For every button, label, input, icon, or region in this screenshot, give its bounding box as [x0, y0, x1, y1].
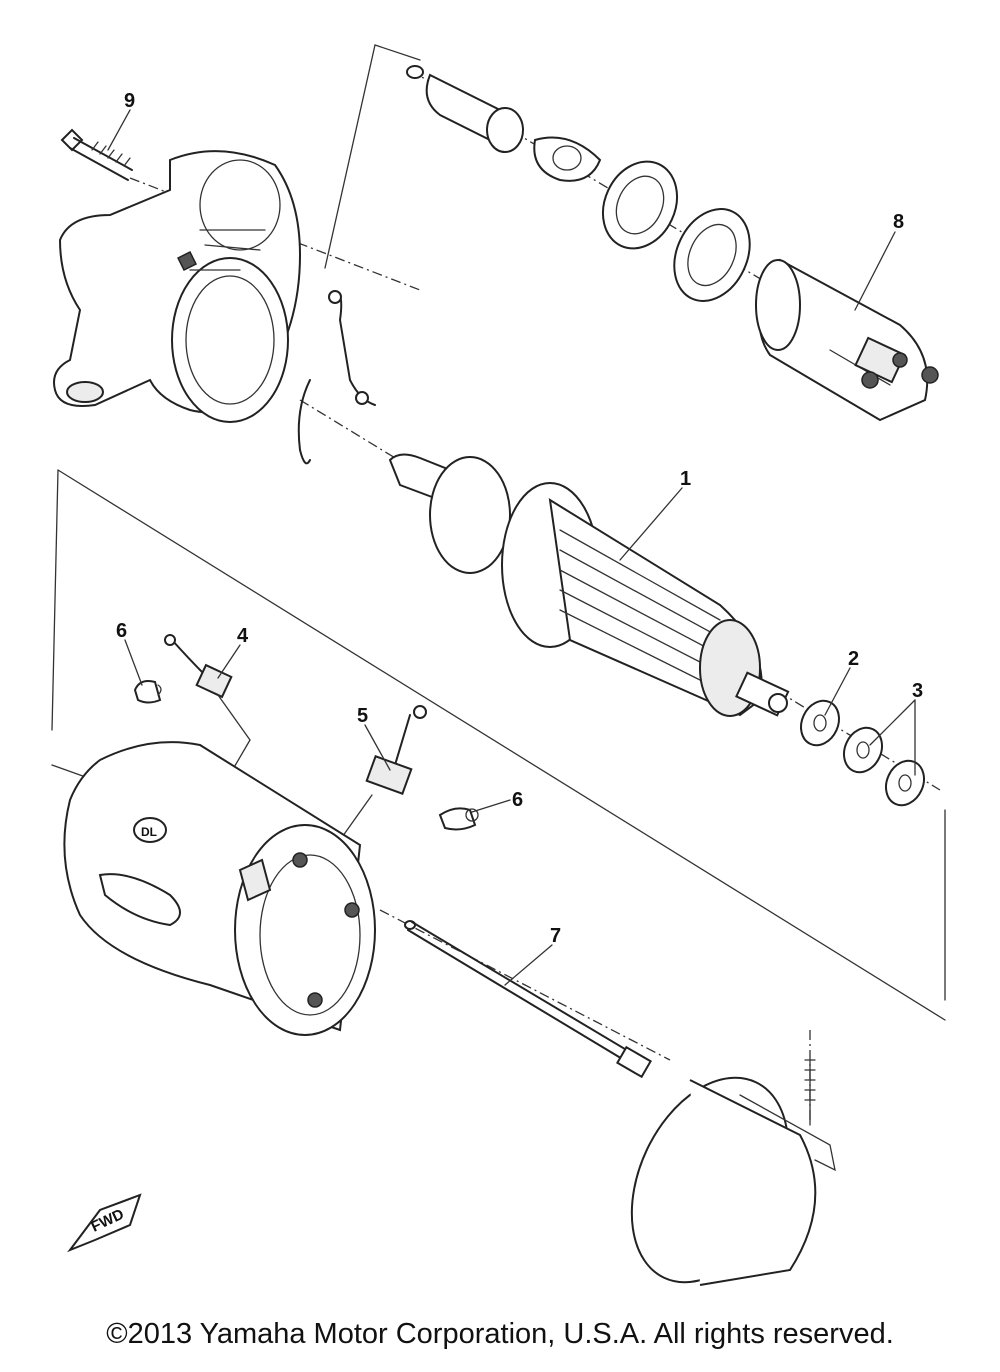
through-bolt-part-7: [404, 920, 652, 1079]
callout-3: 3: [912, 680, 923, 702]
callout-5: 5: [357, 705, 368, 727]
brush-spring-part-6: [133, 680, 162, 704]
through-bolt-part-9: [60, 128, 133, 181]
callout-2: 2: [848, 648, 859, 670]
fwd-arrow-icon: FWD: [67, 1193, 142, 1253]
callout-6-lower: 6: [512, 789, 523, 811]
end-cap-mark: DL: [141, 825, 157, 839]
exploded-starter-motor-diagram: DL FWD 9 8 1 2 3 4 6: [51, 44, 946, 1286]
callout-4: 4: [237, 625, 249, 647]
brush-part-4: [164, 634, 251, 801]
brush-part-5: [339, 705, 427, 841]
pinion-housing: [53, 150, 302, 423]
solenoid-plates: [602, 160, 751, 302]
yoke-housing: DL: [63, 741, 376, 1036]
copyright-notice: ©2013 Yamaha Motor Corporation, U.S.A. A…: [106, 1318, 894, 1350]
callout-1: 1: [680, 468, 691, 490]
callout-8: 8: [893, 211, 904, 233]
end-cover: [630, 1059, 836, 1286]
shift-lever: [297, 290, 376, 465]
callout-9: 9: [124, 90, 135, 112]
plunger: [406, 65, 602, 182]
leader-lines: [107, 109, 916, 986]
callout-6-upper: 6: [116, 620, 127, 642]
armature-part-1: [388, 453, 790, 717]
callout-7: 7: [550, 925, 561, 947]
brush-spring-part-6-b: [438, 807, 479, 831]
solenoid-part-8: [755, 258, 939, 422]
washers-part-3: [843, 726, 925, 807]
washer-part-2: [800, 699, 840, 747]
